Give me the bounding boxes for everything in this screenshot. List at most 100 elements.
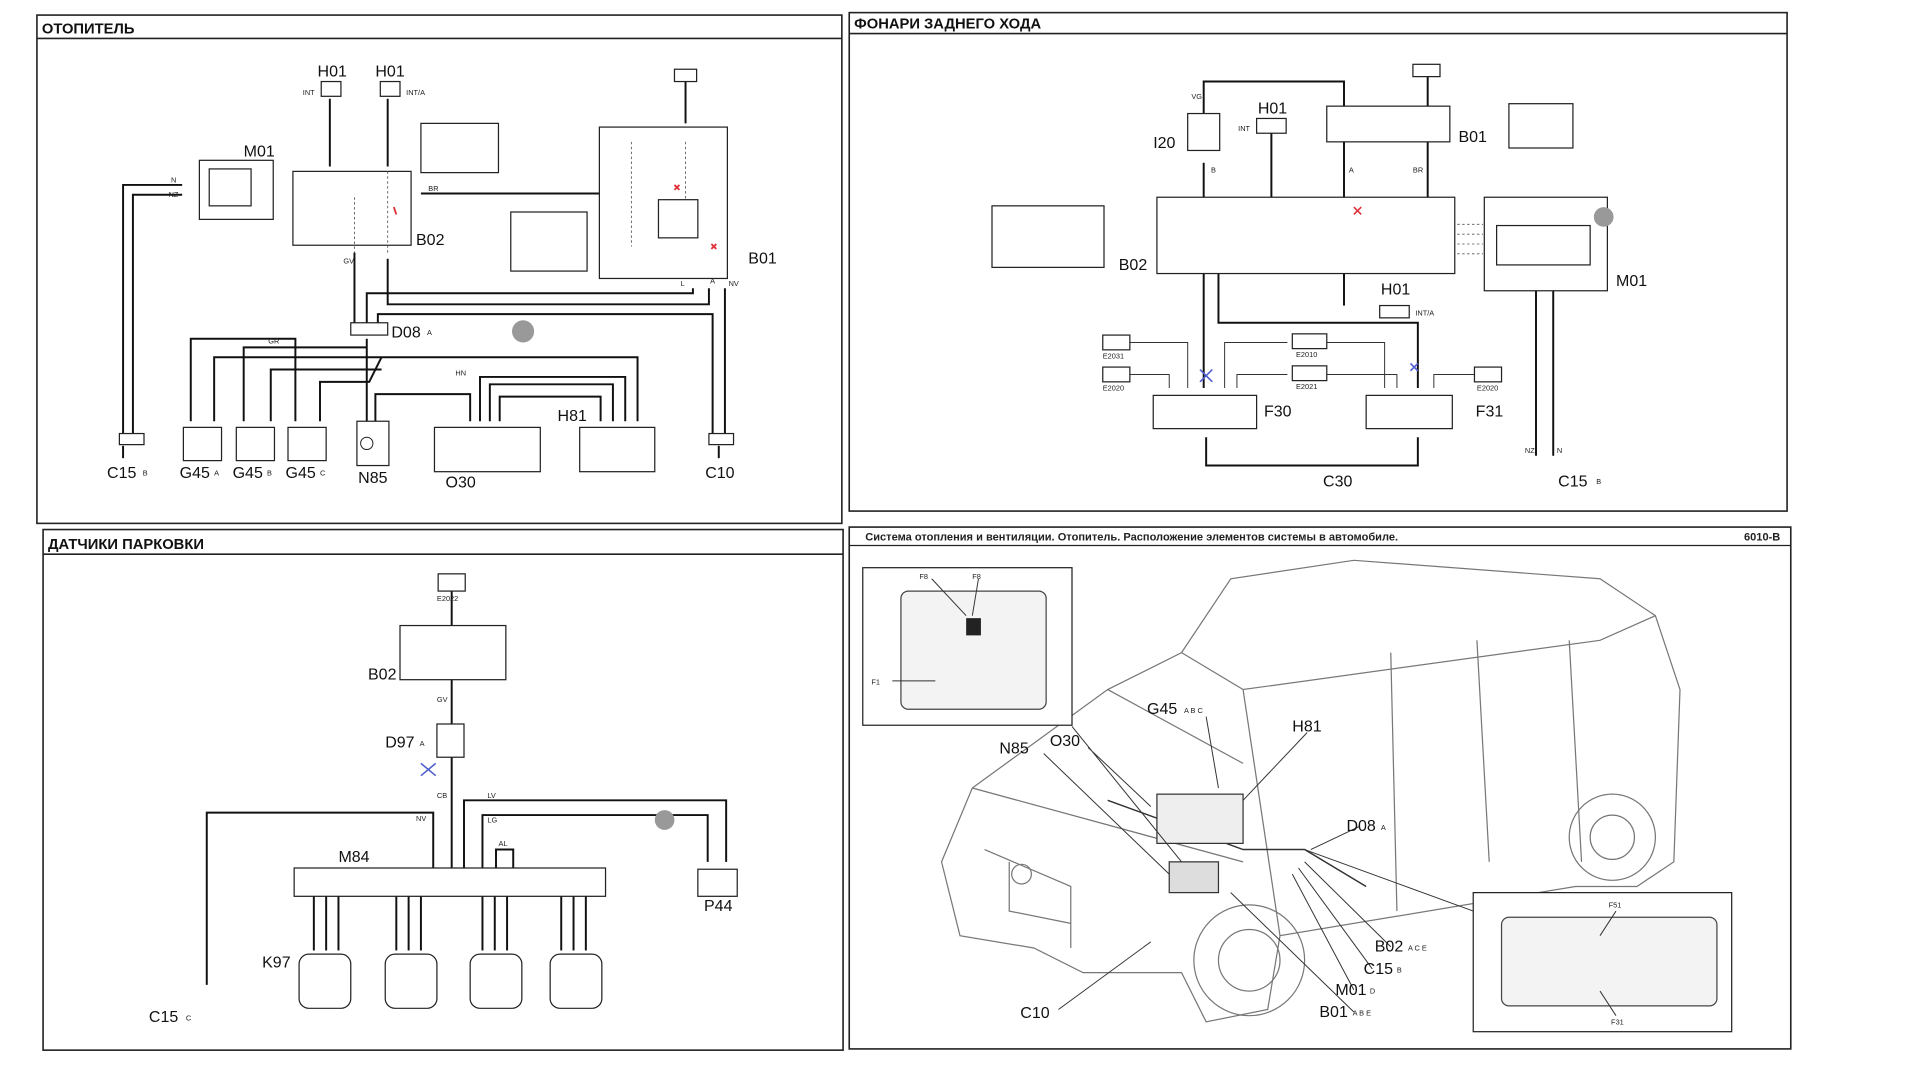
label-g45: G45: [286, 465, 316, 482]
label-c15: C15: [107, 465, 136, 482]
label-b01: B01: [748, 251, 777, 268]
label-o30: O30: [446, 475, 476, 492]
label-f31: F31: [1476, 403, 1504, 420]
label-c30: C30: [1323, 473, 1352, 490]
wire-code: LG: [487, 815, 497, 824]
label-c10: C10: [705, 465, 734, 482]
panel-title: ФОНАРИ ЗАДНЕГО ХОДА: [854, 17, 1041, 33]
label-f31: F31: [1611, 1017, 1624, 1026]
label-c15: C15: [1364, 961, 1393, 978]
label-c15: C15: [1558, 473, 1587, 490]
label-n85: N85: [358, 470, 387, 487]
label-m01: M01: [1616, 273, 1647, 290]
label-g45: G45: [233, 465, 263, 482]
wire-code: GV: [437, 695, 448, 704]
panel-reverse-lights: ФОНАРИ ЗАДНЕГО ХОДА I20 H01 INT B01: [848, 11, 1788, 512]
wire-code: NZ: [169, 190, 179, 199]
label-b02: B02: [1375, 939, 1404, 956]
label-h01: H01: [375, 64, 404, 81]
panel-heater: ОТОПИТЕЛЬ H01: [36, 14, 843, 525]
wire-code: A: [710, 276, 715, 285]
label-m01: M01: [244, 144, 275, 161]
label-b01: B01: [1319, 1004, 1348, 1021]
label-d08: D08: [1346, 818, 1375, 835]
connector-code: E2010: [1296, 350, 1317, 359]
label-d97: D97: [385, 734, 414, 751]
wire-code: AL: [498, 839, 507, 848]
panel-title: ДАТЧИКИ ПАРКОВКИ: [48, 537, 204, 553]
tag-c15: B: [1596, 477, 1601, 486]
wire-code: CB: [437, 791, 447, 800]
label-o30: O30: [1050, 733, 1080, 750]
label-c10: C10: [1020, 1005, 1049, 1022]
label-g45: G45: [180, 465, 210, 482]
connector-code: E2031: [1103, 351, 1124, 360]
wire-code: NV: [416, 814, 426, 823]
wire-code: A: [1349, 166, 1354, 175]
panel-title: ОТОПИТЕЛЬ: [42, 22, 135, 38]
label-d08: D08: [391, 325, 420, 342]
label-p44: P44: [704, 898, 733, 915]
label-g45: G45: [1147, 701, 1177, 718]
wire-code: GR: [268, 337, 279, 346]
connector-code: E2021: [1296, 382, 1317, 391]
label-n85: N85: [999, 741, 1028, 758]
wire-code: N: [171, 175, 176, 184]
wire-code: BR: [1413, 166, 1423, 175]
wire-code: L: [681, 279, 685, 288]
label-b02: B02: [368, 667, 397, 684]
label-b02: B02: [416, 232, 445, 249]
tag-c15: B: [1397, 966, 1402, 975]
tag-g45: B: [267, 468, 272, 477]
ultrasonic-sensors: [298, 953, 603, 1009]
panel-title: Система отопления и вентиляции. Отопител…: [865, 532, 1398, 544]
wire-code: HN: [455, 369, 466, 378]
label-m01: M01: [1335, 982, 1366, 999]
wire-code: GV: [343, 257, 354, 266]
label-b02: B02: [1119, 257, 1148, 274]
tag-g45: A: [214, 468, 219, 477]
panel-component-location: Система отопления и вентиляции. Отопител…: [848, 526, 1792, 1050]
tag-d08: A: [1381, 823, 1386, 832]
van-illustration: [940, 559, 1681, 1023]
label-h01: H01: [318, 64, 347, 81]
label-b01: B01: [1458, 129, 1487, 146]
wire-code: VG: [1191, 92, 1202, 101]
label-int: INT: [1238, 124, 1250, 133]
tag-g45: C: [320, 468, 326, 477]
label-k97: K97: [262, 955, 291, 972]
tag-m01: D: [1370, 987, 1375, 996]
connector-code: E2020: [1103, 383, 1124, 392]
label-int-a: INT/A: [406, 88, 425, 97]
label-int: INT: [303, 88, 315, 97]
label-f1: F1: [871, 678, 880, 687]
label-h01: H01: [1381, 281, 1410, 298]
label-i20: I20: [1153, 135, 1175, 152]
tag-c15: C: [186, 1014, 192, 1023]
label-h01: H01: [1258, 101, 1287, 118]
tag-b02: A C E: [1408, 943, 1427, 952]
label-m84: M84: [338, 849, 369, 866]
label-f8: F8: [919, 572, 928, 581]
wire-code: LV: [487, 791, 496, 800]
label-int-a: INT/A: [1415, 308, 1434, 317]
fuse-box-inset-f51: [1472, 892, 1733, 1033]
wire-code: NV: [729, 279, 739, 288]
tag-d08: A: [427, 328, 432, 337]
connector-code: E2022: [437, 594, 458, 603]
fuse-box-inset-f8: [862, 567, 1073, 726]
label-h81: H81: [558, 408, 587, 425]
wire-code: N: [1557, 446, 1562, 455]
label-h81: H81: [1292, 718, 1321, 735]
connector-code: E2020: [1477, 383, 1498, 392]
wire-code: NZ: [1525, 446, 1535, 455]
label-f8: F8: [972, 572, 981, 581]
wire-code: B: [1211, 166, 1216, 175]
tag-g45: A B C: [1184, 706, 1204, 715]
panel-parking-sensors: ДАТЧИКИ ПАРКОВКИ E2022 B02 D97 A M84: [42, 528, 844, 1051]
page-code: 6010-B: [1744, 532, 1780, 544]
wire-code: BR: [428, 184, 438, 193]
label-f30: F30: [1264, 403, 1292, 420]
tag-d97: A: [420, 739, 425, 748]
